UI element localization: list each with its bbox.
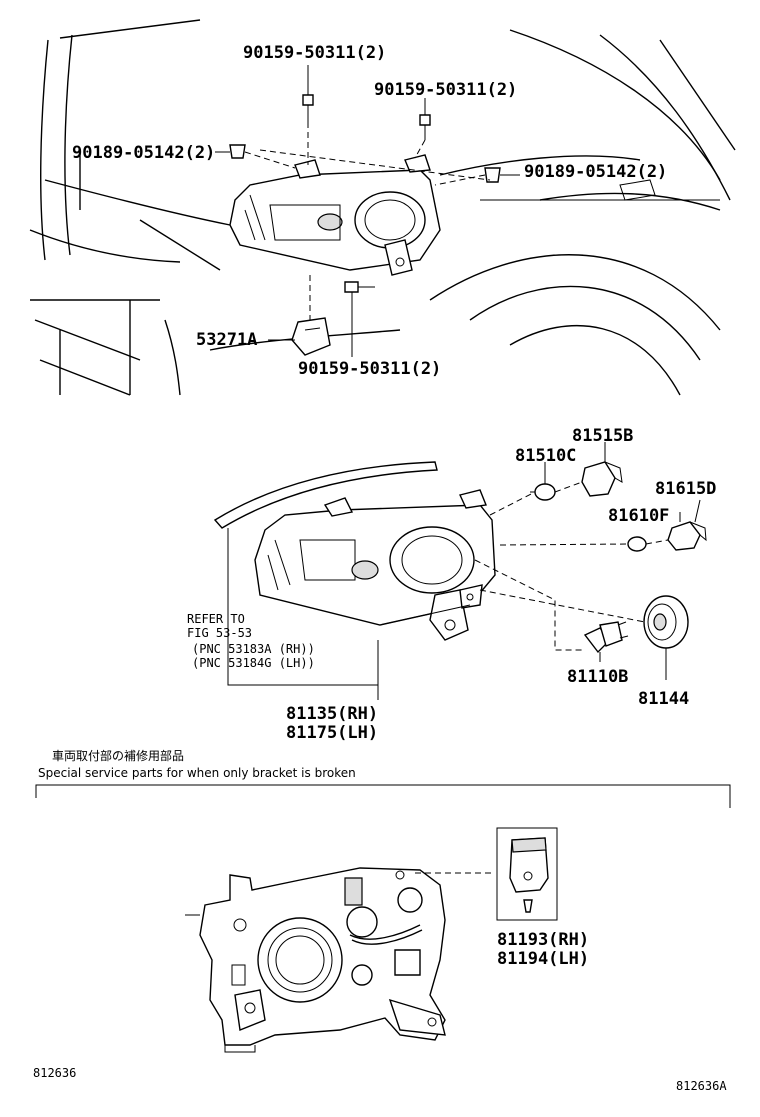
service-note-japanese: 車両取付部の補修用部品 xyxy=(52,748,184,763)
assembly-label-rh: 81135(RH) xyxy=(286,704,378,724)
part-label: 90159-50311(2) xyxy=(298,359,441,379)
part-label: 81615D xyxy=(655,479,716,499)
part-label: 53271A xyxy=(196,330,257,350)
clip-icon xyxy=(229,144,246,159)
part-label: 81144 xyxy=(638,689,689,709)
refer-note-line: REFER TO xyxy=(187,612,245,626)
assembly-label-lh: 81175(LH) xyxy=(286,723,378,743)
socket-icon xyxy=(581,461,623,497)
vehicle-body-outline xyxy=(29,19,736,396)
bolt-icon xyxy=(419,114,431,140)
dust-cover-icon xyxy=(643,595,689,649)
bracket-label-lh: 81194(LH) xyxy=(497,949,589,969)
part-label: 90159-50311(2) xyxy=(374,80,517,100)
section-divider xyxy=(35,784,731,808)
trim-strip xyxy=(213,461,438,529)
part-label: 81610F xyxy=(608,506,669,526)
part-label: 90159-50311(2) xyxy=(243,43,386,63)
part-label: 81515B xyxy=(572,426,633,446)
part-label: 90189-05142(2) xyxy=(72,143,215,163)
bracket-inset xyxy=(496,827,558,921)
socket-icon xyxy=(667,521,707,551)
refer-note-line: (PNC 53184G (LH)) xyxy=(192,656,315,670)
halogen-bulb-icon xyxy=(583,621,629,654)
part-label: 81510C xyxy=(515,446,576,466)
bracket-label-rh: 81193(RH) xyxy=(497,930,589,950)
headlamp-installed xyxy=(229,154,441,276)
part-label: 81110B xyxy=(567,667,628,687)
bolt-icon xyxy=(344,281,375,293)
footer-left-code: 812636 xyxy=(33,1066,76,1080)
headlamp-assembly xyxy=(254,489,496,641)
service-note-english: Special service parts for when only brac… xyxy=(38,766,356,780)
headlamp-rear-view xyxy=(185,867,446,1053)
bolt-icon xyxy=(302,94,314,122)
refer-note-line: FIG 53-53 xyxy=(187,626,252,640)
refer-note-line: (PNC 53183A (RH)) xyxy=(192,642,315,656)
retainer-clip-icon xyxy=(291,317,331,356)
bulb-icon xyxy=(530,483,556,501)
footer-right-code: 812636A xyxy=(676,1079,727,1093)
part-label: 90189-05142(2) xyxy=(524,162,667,182)
bulb-icon xyxy=(627,536,647,552)
clip-icon xyxy=(484,167,501,183)
